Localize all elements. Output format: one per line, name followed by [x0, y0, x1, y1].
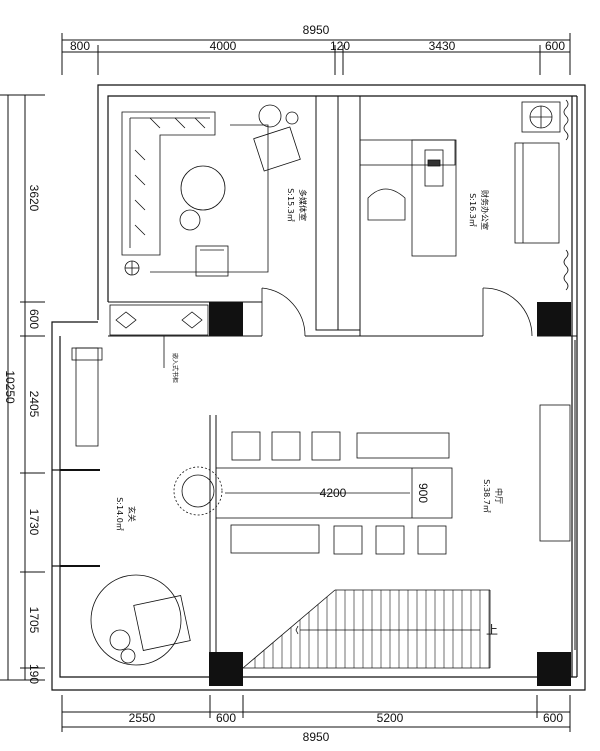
top-dim-5: 600 — [545, 39, 565, 53]
top-dim-2: 4000 — [210, 39, 237, 53]
bottom-dim-3: 5200 — [377, 711, 404, 725]
room-foyer-area: S:14.0㎡ — [115, 497, 124, 531]
stair-up-label: 上 — [486, 623, 498, 637]
room-finance-name: 财务办公室 — [480, 190, 490, 230]
multimedia-furniture — [121, 104, 301, 277]
exterior-walls — [51, 84, 586, 691]
top-dim-1: 800 — [70, 39, 90, 53]
left-dimension — [0, 94, 45, 681]
room-multimedia-area: S:15.3㎡ — [286, 188, 295, 222]
top-dimension — [61, 33, 571, 75]
stair-arrow — [295, 625, 480, 635]
top-dim-4: 3430 — [429, 39, 456, 53]
left-dim-3: 2405 — [27, 391, 41, 418]
table-width-label: 900 — [416, 483, 430, 503]
top-dim-3: 120 — [330, 39, 350, 53]
left-dim-6: 190 — [27, 664, 41, 684]
room-foyer-name: 玄关 — [127, 506, 137, 522]
bottom-dim-1: 2550 — [129, 711, 156, 725]
bottom-dim-4: 600 — [543, 711, 563, 725]
table-length-label: 4200 — [320, 486, 347, 500]
chair-row-top — [231, 431, 341, 461]
room-hall-name: 中厅 — [494, 488, 504, 504]
left-dim-1: 3620 — [27, 185, 41, 212]
room-finance-area: S:16.3㎡ — [468, 193, 477, 227]
left-total-dim: 10250 — [3, 370, 17, 404]
bottom-dimension — [61, 695, 571, 732]
staircase — [242, 589, 491, 669]
room-multimedia-name: 多媒体室 — [298, 189, 308, 221]
foyer-furniture — [60, 304, 209, 666]
finance-furniture — [359, 99, 569, 291]
structural-columns — [209, 302, 571, 686]
bottom-dim-2: 600 — [216, 711, 236, 725]
chair-row-bottom — [333, 525, 447, 555]
bottom-total-dim: 8950 — [303, 730, 330, 744]
cabinet-label: 嵌入式书柜 — [171, 353, 179, 383]
top-total-dim: 8950 — [303, 23, 330, 37]
left-dim-4: 1730 — [27, 509, 41, 536]
door-swings — [261, 287, 533, 337]
left-dim-2: 600 — [27, 309, 41, 329]
stair-treads — [254, 590, 490, 668]
hall-furniture — [173, 404, 571, 555]
left-dim-5: 1705 — [27, 607, 41, 634]
room-hall-area: S:38.7㎡ — [482, 479, 491, 513]
